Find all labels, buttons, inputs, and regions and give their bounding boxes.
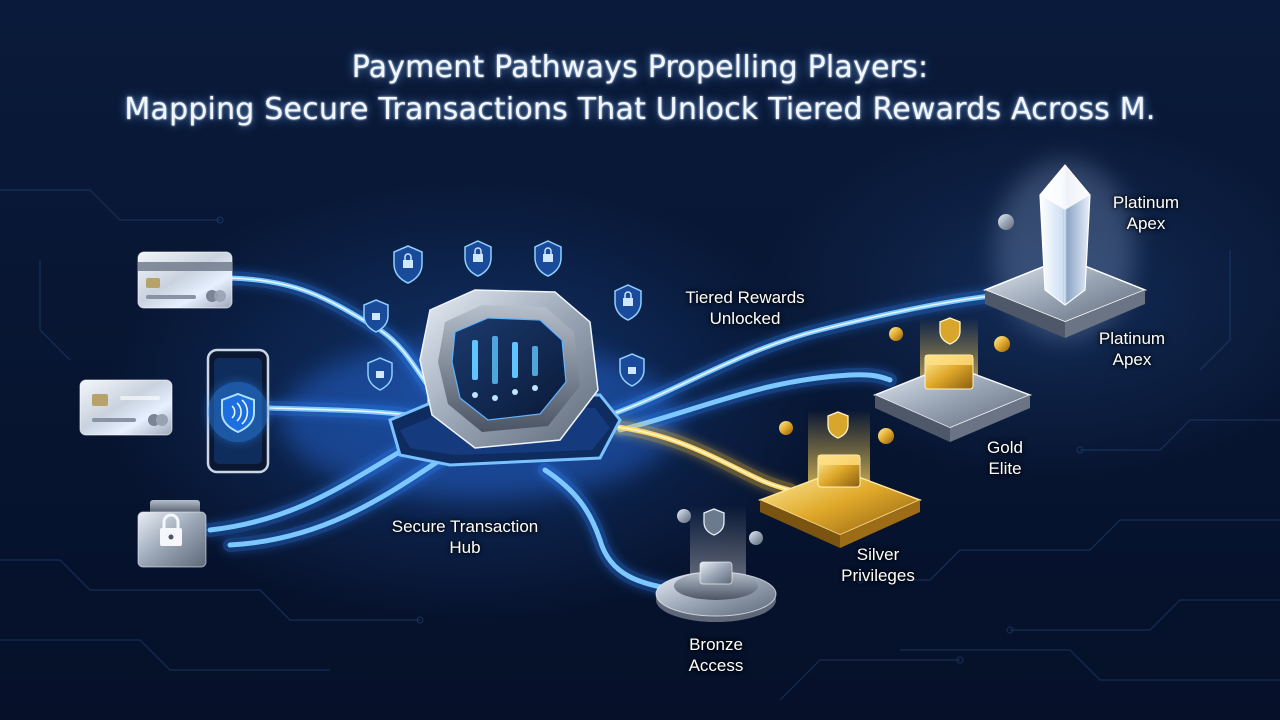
- silver-pedestal-icon: [758, 410, 922, 548]
- platinum-line2: Apex: [1112, 350, 1152, 369]
- diagram-title-line1: Payment Pathways Propelling Players:: [351, 50, 929, 85]
- platinum-top-line2: Apex: [1126, 214, 1166, 233]
- diagram-title-line2: Mapping Secure Transactions That Unlock …: [124, 92, 1156, 127]
- bronze-line1: Bronze: [689, 635, 743, 654]
- gold-line1: Gold: [987, 438, 1023, 457]
- hub-label: Secure Transaction Hub: [370, 516, 560, 558]
- tiered-rewards-label: Tiered Rewards Unlocked: [665, 287, 825, 329]
- gold-elite-label: Gold Elite: [960, 437, 1050, 479]
- contactless-card-icon: [79, 379, 173, 436]
- platinum-apex-label: Platinum Apex: [1078, 328, 1186, 370]
- hub-label-line1: Secure Transaction: [391, 517, 539, 536]
- credit-card-icon: [137, 251, 233, 309]
- platinum-crystal-icon: [982, 160, 1148, 340]
- silver-line2: Privileges: [841, 566, 915, 585]
- circuit-background: [0, 189, 1280, 701]
- tiered-rewards-line2: Unlocked: [709, 309, 781, 328]
- silver-privileges-label: Silver Privileges: [818, 544, 938, 586]
- platinum-top-line1: Platinum: [1112, 193, 1180, 212]
- transaction-hub-icon: [388, 289, 622, 467]
- gold-pathway: [593, 418, 797, 497]
- platinum-apex-top-label: Platinum Apex: [1092, 192, 1200, 234]
- secure-wallet-icon: [137, 500, 207, 568]
- mobile-nfc-icon: [206, 348, 270, 474]
- silver-line1: Silver: [856, 545, 900, 564]
- bronze-line2: Access: [688, 656, 744, 675]
- gold-pedestal-icon: [873, 317, 1033, 442]
- gold-line2: Elite: [988, 459, 1022, 478]
- bronze-access-label: Bronze Access: [666, 634, 766, 676]
- bronze-pedestal-icon: [655, 505, 777, 622]
- platinum-line1: Platinum: [1098, 329, 1166, 348]
- tiered-rewards-line1: Tiered Rewards: [685, 288, 805, 307]
- hub-label-line2: Hub: [449, 538, 481, 557]
